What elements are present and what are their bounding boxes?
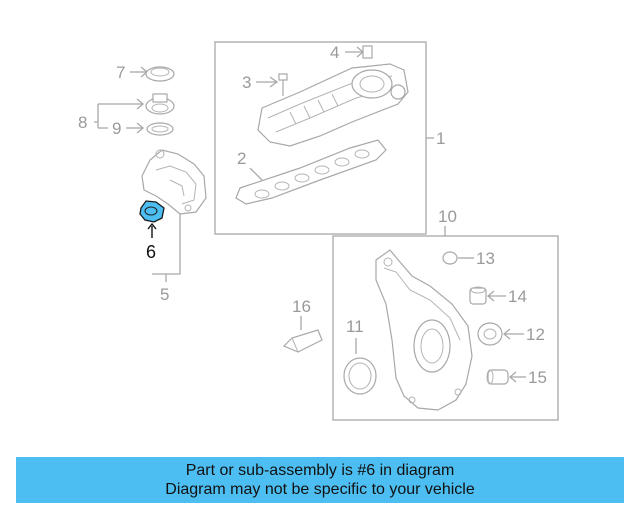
cap-group: 7 8 9 — [78, 63, 175, 138]
housing-part[interactable] — [141, 149, 207, 215]
callout-13[interactable]: 13 — [476, 249, 495, 268]
bolt-part[interactable] — [278, 73, 288, 96]
callout-12[interactable]: 12 — [526, 325, 545, 344]
gasket-part[interactable] — [235, 139, 387, 205]
o-ring-part[interactable] — [442, 251, 458, 265]
highlighted-part-6[interactable] — [139, 200, 165, 223]
sealant-tube-part[interactable] — [282, 329, 323, 353]
callout-14[interactable]: 14 — [508, 287, 527, 306]
callout-11[interactable]: 11 — [346, 317, 364, 336]
plug-part[interactable] — [469, 286, 487, 305]
housing-group: 5 6 — [139, 149, 207, 304]
callout-8[interactable]: 8 — [78, 113, 87, 132]
callout-9[interactable]: 9 — [112, 119, 121, 138]
timing-cover-part[interactable] — [375, 249, 473, 411]
item-16-group: 16 — [282, 297, 323, 353]
large-seal-part[interactable] — [343, 357, 377, 395]
cap-gasket-part[interactable] — [146, 122, 174, 136]
banner-line-part: Part or sub-assembly is #6 in diagram — [185, 462, 455, 479]
callout-2[interactable]: 2 — [237, 149, 246, 168]
callout-7[interactable]: 7 — [116, 63, 125, 82]
callout-3[interactable]: 3 — [242, 73, 251, 92]
callout-6[interactable]: 6 — [146, 242, 156, 262]
sleeve-part[interactable] — [486, 369, 509, 385]
breather-part[interactable] — [362, 45, 373, 59]
callout-4[interactable]: 4 — [330, 43, 339, 62]
crank-seal-part[interactable] — [477, 322, 503, 346]
banner-line-disclaimer: Diagram may not be specific to your vehi… — [165, 481, 475, 498]
callout-15[interactable]: 15 — [528, 368, 547, 387]
callout-5[interactable]: 5 — [160, 285, 169, 304]
seal-ring-part[interactable] — [145, 66, 175, 82]
callout-1[interactable]: 1 — [436, 129, 445, 148]
timing-cover-group: 10 13 14 12 — [332, 207, 559, 421]
valve-cover-part[interactable] — [257, 63, 409, 147]
info-banner: Part or sub-assembly is #6 in diagram Di… — [16, 457, 624, 503]
callout-16[interactable]: 16 — [292, 297, 311, 316]
callout-10[interactable]: 10 — [438, 207, 457, 226]
valve-cover-group: 1 2 3 4 — [214, 41, 445, 235]
oil-cap-part[interactable] — [145, 93, 175, 115]
